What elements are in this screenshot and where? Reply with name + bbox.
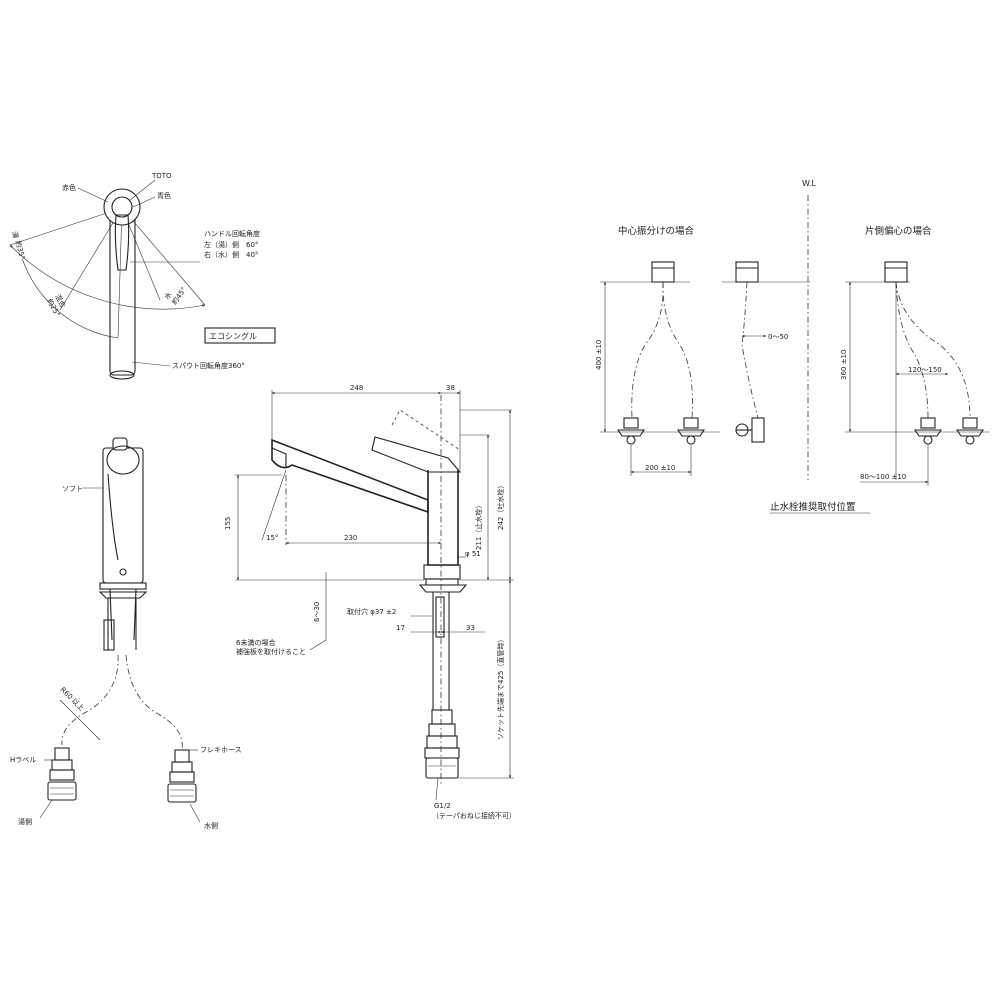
eco-single-label: エコシングル (209, 331, 257, 341)
dim-80-100: 80～100 ±10 (860, 473, 906, 481)
dim-360: 360 ±10 (840, 350, 848, 380)
reinforce-note-line-2: 補強板を取付けること (236, 647, 306, 656)
cold-side-fitting (167, 749, 197, 803)
hot-side-fitting (47, 747, 77, 801)
dim-6-30: 6～30 (313, 602, 321, 622)
dim-38: 38 (446, 384, 455, 392)
toto-brand-label: TOTO (151, 172, 172, 180)
hot-side-label: 湯側 (18, 817, 32, 826)
handle-rotation-right: 右（水）側 40° (204, 250, 258, 259)
socket-length: ソケット先端まで425（直管時） (496, 636, 505, 740)
blue-color-label: 青色 (157, 191, 171, 200)
valve-left-offset (913, 417, 943, 445)
valve-right-center (676, 417, 706, 445)
top-view: 赤色 TOTO 青色 ハンドル回転角度 左（湯）側 60° 右（水）側 40° … (9, 172, 276, 380)
handle-rotation-title: ハンドル回転角度 (204, 229, 260, 238)
front-view: 248 38 155 230 15° φ 51 211（止水栓） 242（吐水栓… (224, 384, 516, 820)
dim-400: 400 ±10 (595, 340, 603, 370)
h-label: Hラベル (10, 756, 36, 764)
dim-diameter-51: φ 51 (465, 550, 481, 558)
taper-note: （テーパおねじ接続不可） (432, 811, 516, 820)
dim-120-150: 120～150 (908, 366, 942, 374)
bend-radius-label: R60 以上 (59, 685, 87, 713)
dim-17: 17 (396, 624, 405, 632)
cold-label: 水 (162, 290, 173, 301)
hot-angle: 約35° (14, 240, 28, 261)
mount-hole-label: 取付穴 φ37 ±2 (347, 607, 396, 616)
valve-right-offset (955, 417, 985, 445)
handle-rotation-left: 左（湯）側 60° (204, 240, 258, 249)
g-thread-label: G1/2 (434, 802, 451, 810)
cold-side-label: 水側 (204, 821, 218, 830)
dim-230: 230 (344, 534, 357, 542)
center-split-title: 中心振分けの場合 (618, 225, 695, 237)
red-color-label: 赤色 (62, 183, 76, 192)
dim-211: 211（止水栓） (474, 502, 483, 550)
wl-label: W.L (802, 179, 817, 188)
valve-left-center (616, 417, 646, 445)
dim-15-deg: 15° (266, 534, 278, 542)
flexi-hose-label: フレキホース (200, 746, 242, 754)
dim-155: 155 (224, 517, 232, 530)
valve-position-section: W.L 中心振分けの場合 片側偏心の場合 400 ±10 200 ±10 (595, 179, 990, 514)
dim-248: 248 (350, 384, 363, 392)
soft-label: ソフト (62, 485, 83, 493)
offset-title: 片側偏心の場合 (865, 225, 932, 237)
spout-rotation-label: スパウト回転角度360° (172, 361, 245, 370)
hot-label: 湯 (10, 230, 21, 239)
dim-200: 200 ±10 (645, 464, 675, 472)
dim-242: 242（吐水栓） (496, 482, 505, 530)
side-view: R60 以上 ソフト Hラベル 湯側 フレキホース 水側 (10, 437, 242, 830)
dim-33: 33 (466, 624, 475, 632)
dim-0-50: 0～50 (768, 333, 788, 341)
reinforce-note-line-1: 6未満の場合 (236, 638, 275, 647)
valve-side-view (735, 417, 765, 443)
recommended-valve-caption: 止水栓推奨取付位置 (770, 501, 856, 513)
